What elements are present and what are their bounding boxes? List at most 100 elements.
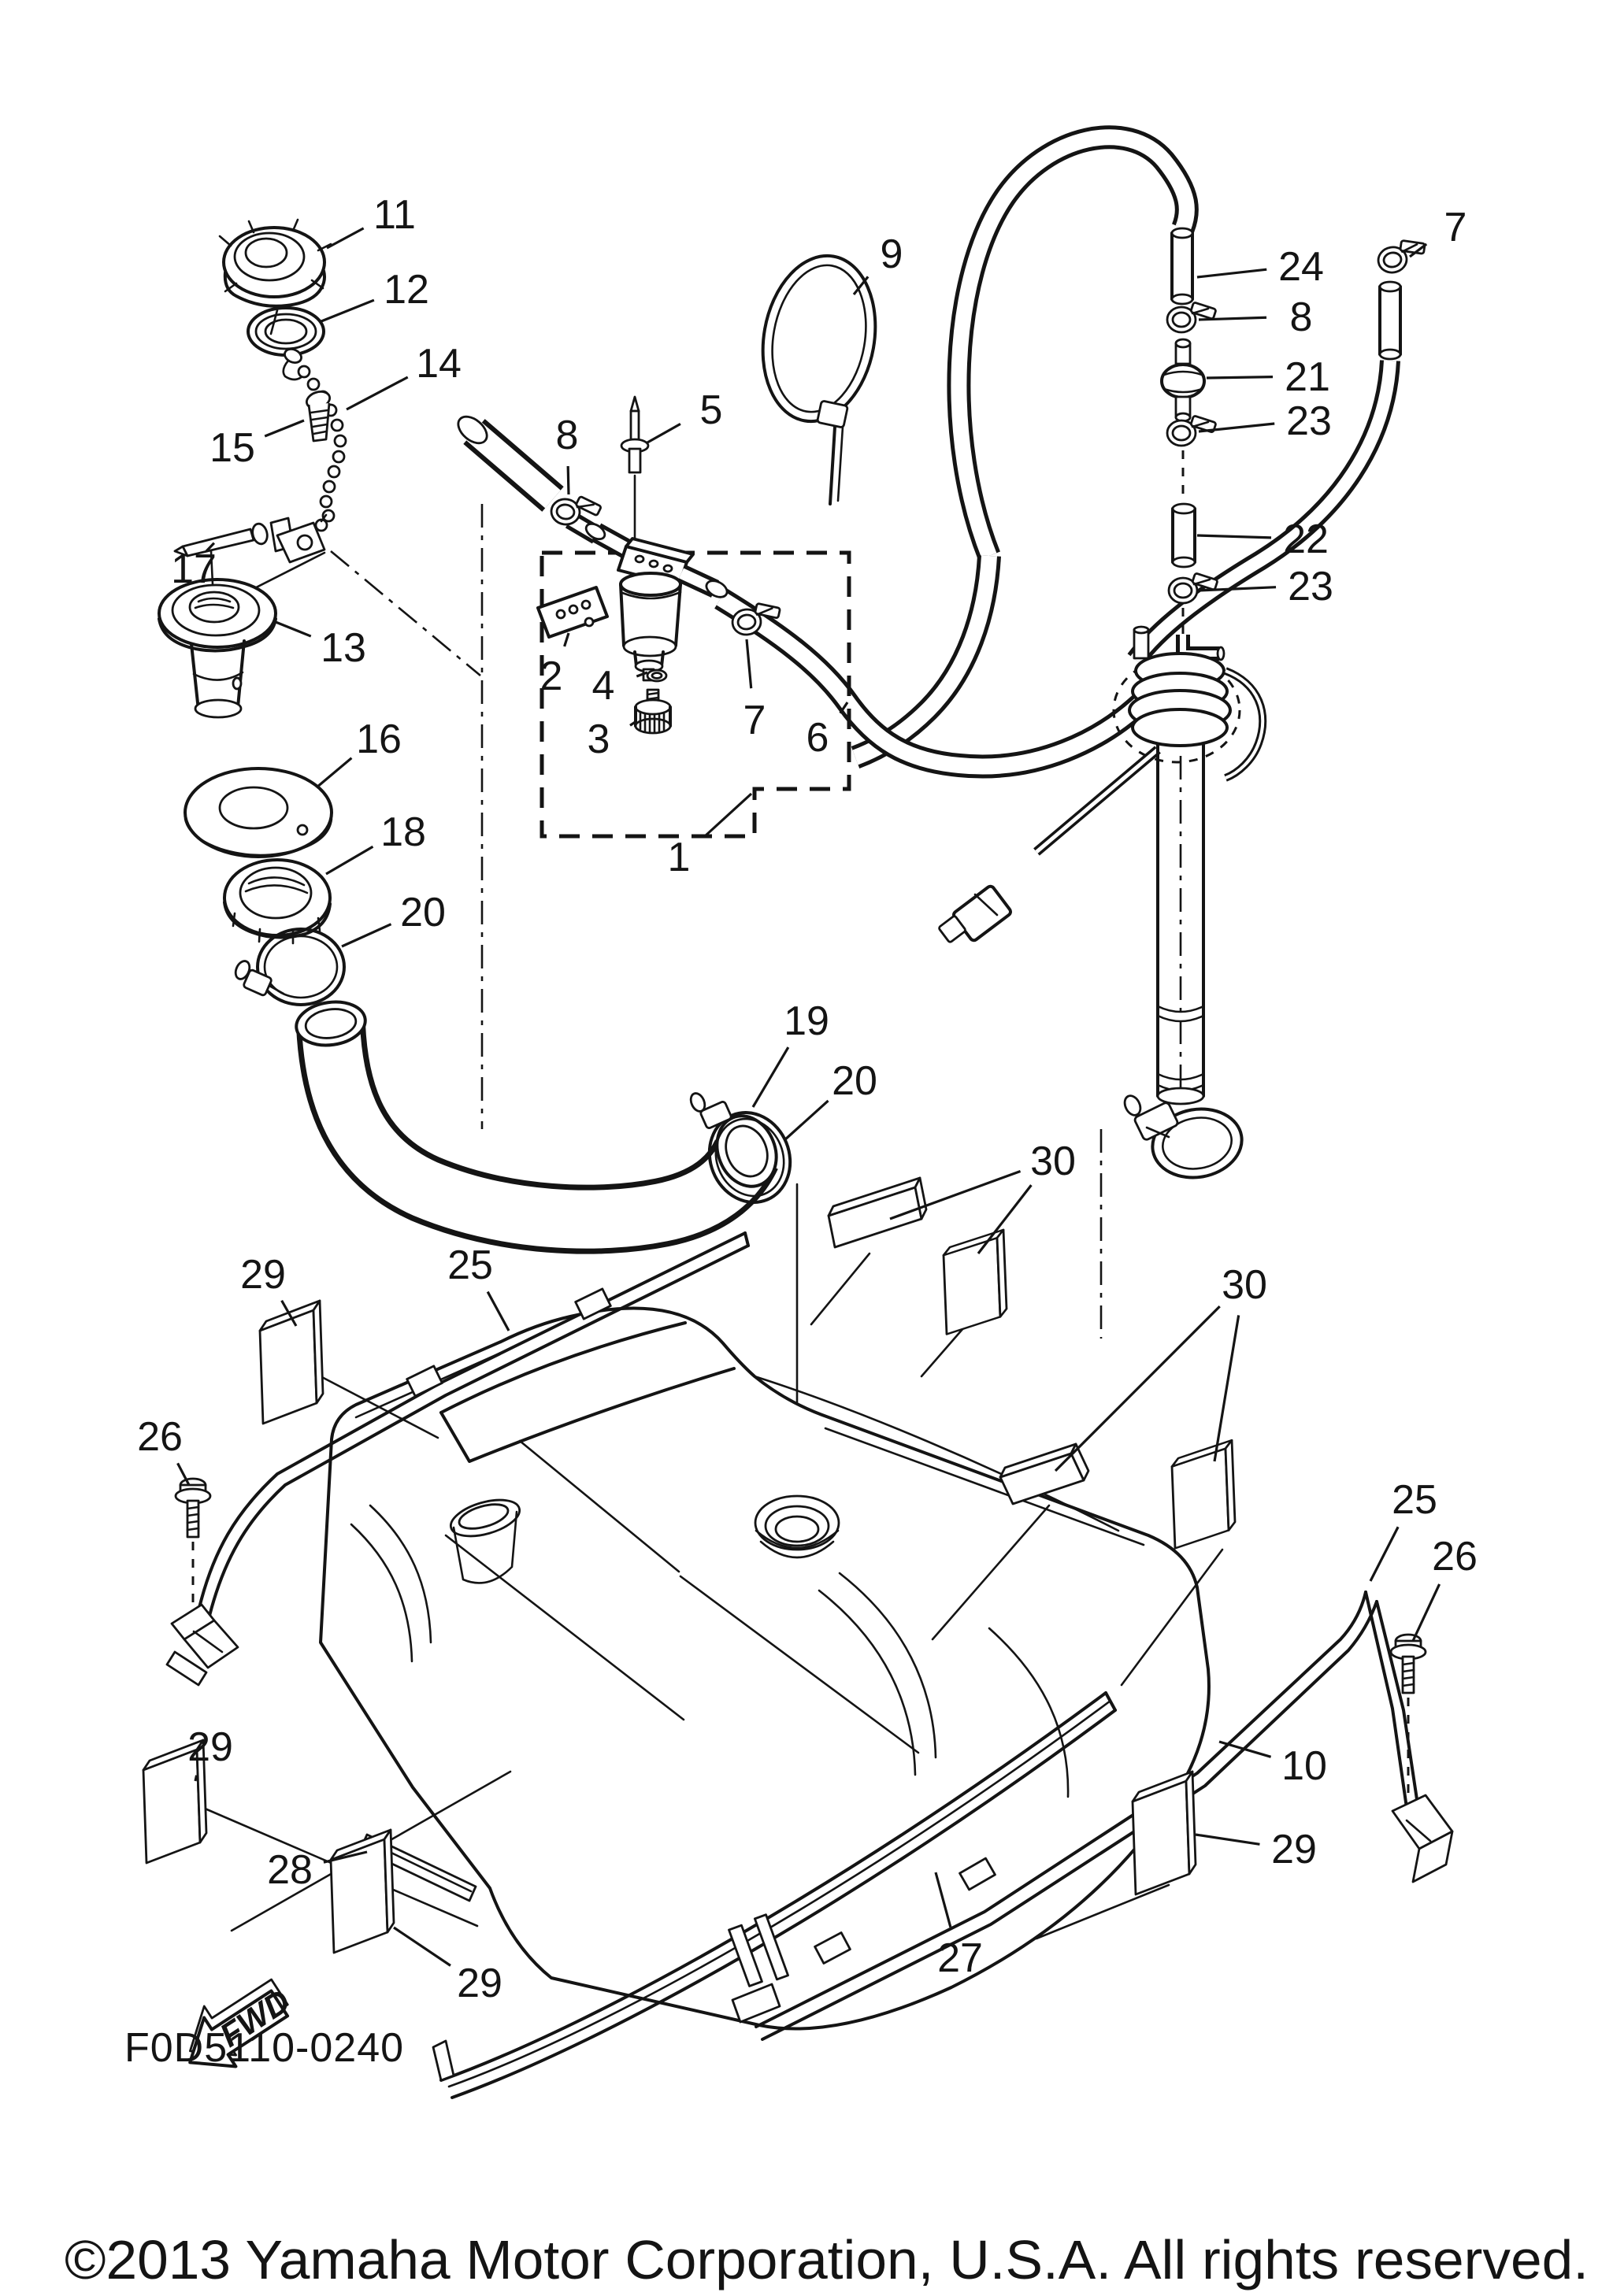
leader-line	[486, 1291, 510, 1331]
leader-line	[1196, 534, 1272, 539]
callout-number: 20	[832, 1058, 877, 1104]
leader-line	[176, 1462, 191, 1486]
filler-neck-13	[158, 550, 277, 719]
callout-30-31: 30	[1054, 1262, 1267, 1472]
bolt-26-right	[1389, 1633, 1427, 1800]
callout-8-22: 8	[1198, 294, 1313, 340]
callout-number: 18	[380, 809, 426, 855]
leader-line	[205, 542, 216, 553]
leader-line	[326, 227, 365, 250]
callout-number: 30	[1222, 1262, 1267, 1308]
callout-19-9: 19	[751, 998, 829, 1108]
leader-line	[275, 620, 312, 638]
leader-line	[1411, 1583, 1441, 1642]
callout-15-3: 15	[210, 419, 305, 471]
leader-line	[647, 423, 681, 444]
callout-number: 27	[937, 1935, 983, 1981]
leader-line	[341, 923, 392, 948]
leader-line	[264, 419, 305, 438]
leader-line	[852, 276, 870, 296]
joint-tube-22	[1171, 502, 1196, 568]
callout-number: 17	[171, 546, 217, 592]
callout-30-30: 30	[889, 1139, 1076, 1254]
o-ring-4	[646, 668, 668, 683]
ring-nut-18	[223, 858, 332, 945]
callout-14-2: 14	[346, 341, 462, 411]
cap-screw-15	[306, 391, 331, 443]
leader-line	[1369, 1526, 1400, 1582]
callout-number: 26	[1432, 1534, 1478, 1579]
leader-line	[1213, 1315, 1240, 1462]
leader-line	[751, 1046, 790, 1108]
callout-number: 5	[700, 387, 723, 433]
callout-number: 1	[668, 835, 691, 880]
leader-line	[346, 376, 409, 411]
vent-tube-24	[1170, 227, 1194, 306]
leader-line	[325, 845, 374, 876]
callout-10-34: 10	[1218, 1740, 1327, 1789]
callout-number: 16	[356, 717, 402, 762]
copyright-line: ©2013 Yamaha Motor Corporation, U.S.A. A…	[65, 2229, 1589, 2290]
callout-18-7: 18	[325, 809, 426, 876]
callout-22-25: 22	[1196, 517, 1329, 562]
callout-number: 23	[1288, 564, 1333, 609]
chain-anchor-17	[173, 513, 328, 564]
callout-12-1: 12	[321, 267, 429, 323]
callout-29-35: 29	[187, 1724, 233, 1782]
pad-30-b	[942, 1228, 1008, 1335]
cap-gasket-12	[247, 306, 325, 357]
callout-number: 21	[1285, 354, 1330, 400]
leader-line	[636, 671, 648, 678]
callout-7-21: 7	[1409, 205, 1467, 258]
callout-25-32: 25	[1369, 1477, 1437, 1582]
callout-8-13: 8	[556, 413, 578, 495]
callout-number: 8	[1290, 294, 1313, 340]
pad-29-bottom	[329, 1828, 395, 1954]
callout-20-8: 20	[341, 890, 446, 948]
cock-bracket-2	[536, 586, 609, 639]
diagram-code: F0D5110-0240	[124, 2025, 404, 2071]
callout-26-29: 26	[137, 1414, 191, 1486]
callout-29-37: 29	[393, 1926, 502, 2006]
leader-line	[321, 298, 375, 323]
callout-number: 7	[743, 698, 766, 743]
callout-number: 23	[1286, 398, 1332, 444]
callout-number: 3	[588, 717, 610, 762]
callout-number: 28	[267, 1847, 313, 1893]
callout-1-19: 1	[668, 792, 753, 880]
tank-strap-25-left	[197, 1231, 750, 1617]
cable-tie-9	[761, 254, 877, 505]
leader-line	[934, 1872, 952, 1928]
strap-bracket-right	[1391, 1794, 1454, 1883]
callout-number: 7	[1444, 205, 1467, 250]
leader-line	[323, 1850, 368, 1864]
leader-line	[1054, 1305, 1221, 1472]
protector-rail-27	[432, 1691, 1117, 2099]
leader-line	[1196, 268, 1267, 279]
callout-4-15: 4	[592, 663, 648, 709]
callout-number: 2	[540, 654, 563, 699]
callout-number: 12	[384, 267, 429, 313]
callout-26-33: 26	[1411, 1534, 1478, 1642]
fuel-cock-body	[584, 522, 729, 682]
leader-line	[839, 702, 849, 714]
fuel-pipe-7-hose	[1127, 360, 1400, 666]
callout-2-14: 2	[540, 632, 570, 699]
callout-25-28: 25	[447, 1242, 510, 1331]
drain-knob-3	[634, 688, 672, 735]
leader-line	[704, 792, 753, 837]
leader-line	[1409, 243, 1428, 258]
callout-20-10: 20	[783, 1058, 877, 1142]
callout-number: 13	[321, 625, 366, 671]
leader-line	[1198, 316, 1267, 321]
leader-line	[566, 465, 570, 495]
callout-number: 29	[187, 1724, 233, 1770]
callout-number: 24	[1278, 244, 1324, 290]
pad-29-right	[1131, 1770, 1197, 1896]
strap-bracket-left	[165, 1603, 239, 1687]
leader-line	[1218, 1740, 1272, 1758]
callout-5-12: 5	[647, 387, 723, 444]
callout-13-5: 13	[275, 620, 366, 671]
sender-clamp	[1123, 1094, 1244, 1179]
